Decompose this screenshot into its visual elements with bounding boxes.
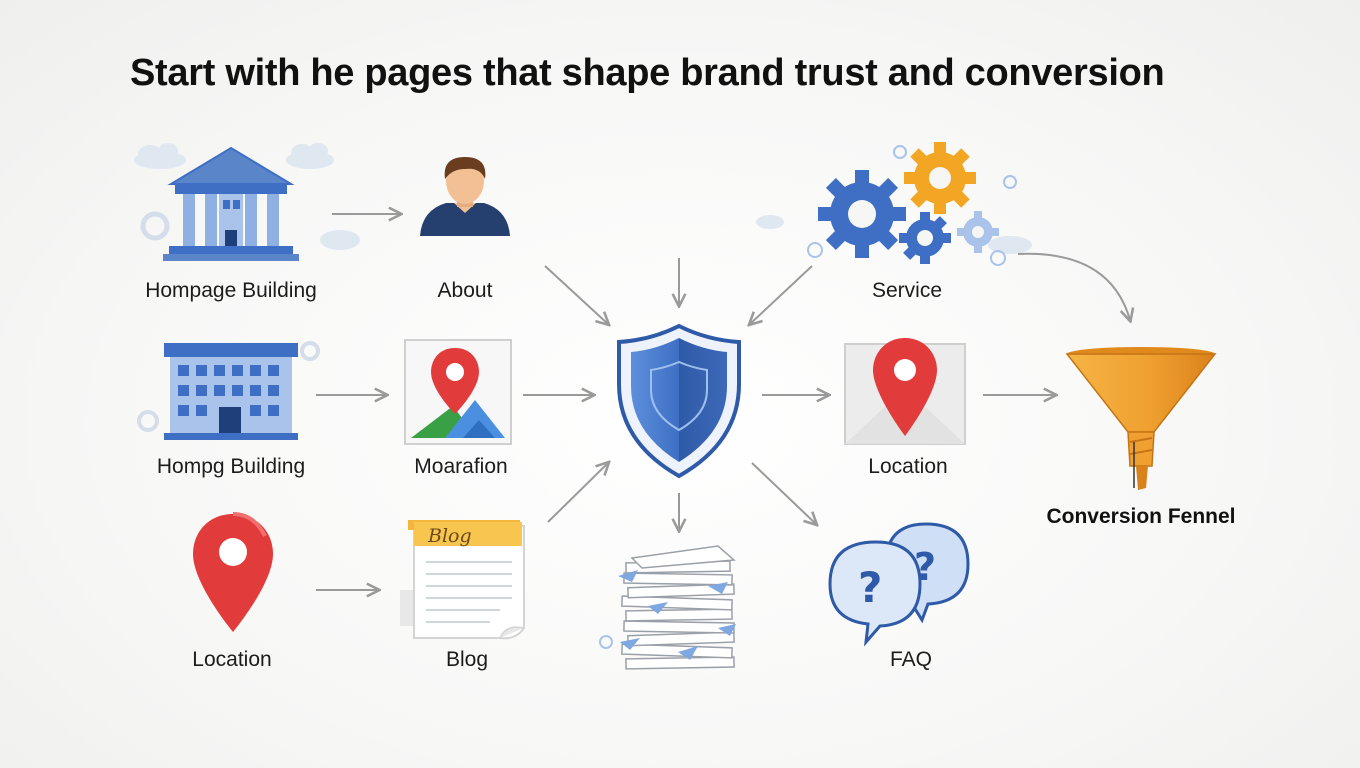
office-building-icon <box>137 341 320 440</box>
label-homepage-building: Hompage Building <box>145 279 317 302</box>
map-pin-icon <box>404 339 512 445</box>
blog-tag-label: Blog <box>427 525 472 547</box>
connector-arrows <box>316 214 1130 590</box>
gears-icon <box>807 142 1017 266</box>
shield-icon <box>617 323 741 479</box>
question-mark-right: ? <box>914 545 936 589</box>
cloud-icon <box>134 143 1032 254</box>
label-service: Service <box>871 279 943 302</box>
paper-stack-icon <box>599 545 736 670</box>
arrow-shield-to-faq <box>751 462 816 524</box>
label-about: About <box>437 279 493 302</box>
label-moarafion: Moarafion <box>414 455 508 478</box>
label-location-left: Location <box>192 648 272 671</box>
question-mark-left: ? <box>858 563 882 612</box>
blog-document-icon: Blog <box>400 520 525 640</box>
location-pin-icon <box>193 512 273 632</box>
arrow-blog-to-shield <box>547 463 608 523</box>
label-hompg-building: Hompg Building <box>156 455 306 478</box>
person-icon <box>420 157 510 236</box>
page-title: Start with he pages that shape brand tru… <box>130 52 1165 94</box>
question-bubbles-icon: ? ? <box>828 522 970 647</box>
bank-building-icon <box>140 146 299 261</box>
label-faq: FAQ <box>889 648 933 671</box>
arrow-about-to-shield <box>544 265 608 324</box>
arrow-service-to-shield <box>750 265 813 324</box>
arrow-service-to-funnel <box>1017 252 1130 320</box>
label-location-mid: Location <box>868 455 948 478</box>
funnel-icon <box>1065 347 1217 490</box>
label-conversion-funnel: Conversion Fennel <box>1046 505 1236 528</box>
label-blog: Blog <box>445 648 489 671</box>
location-pin-icon <box>844 338 966 445</box>
